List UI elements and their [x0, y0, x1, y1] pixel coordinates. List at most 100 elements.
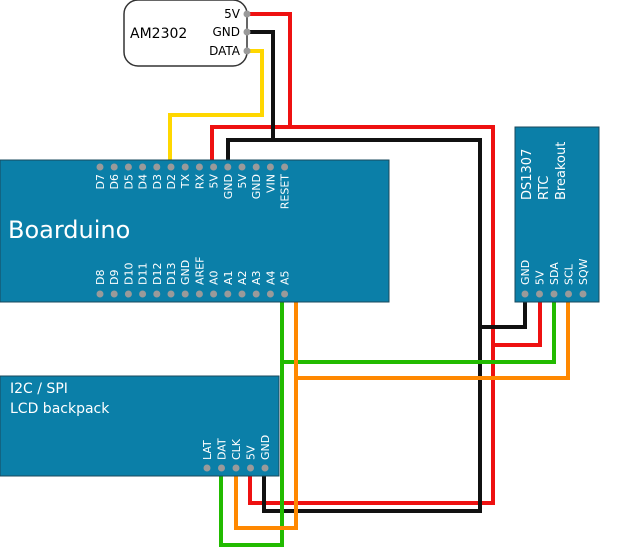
boarduino-bottom-label-d11: D11	[137, 263, 150, 285]
boarduino-top-pin-5v	[238, 163, 246, 171]
boarduino-top-label-d6: D6	[108, 174, 121, 189]
rtc-label-sda: SDA	[548, 262, 561, 285]
lcd-pin-5v	[247, 464, 254, 472]
boarduino-bottom-pin-d12	[153, 290, 161, 298]
wires	[168, 12, 570, 547]
boarduino-top-label-rx: RX	[193, 174, 206, 190]
boarduino-top-label-d4: D4	[137, 174, 150, 189]
boarduino-bottom-label-a3: A3	[250, 270, 263, 285]
lcd-label-dat: DAT	[216, 438, 229, 460]
rtc-label-sqw: SQW	[577, 258, 590, 285]
boarduino-top-pin-gnd	[252, 163, 260, 171]
boarduino-bottom-pin-d13	[167, 290, 175, 298]
boarduino-bottom-pin-d9	[110, 290, 118, 298]
boarduino-top-label-d2: D2	[165, 174, 178, 189]
rtc-pin-5v	[536, 290, 543, 298]
sensor-pin-5v: 5V	[224, 7, 241, 21]
rtc-label-gnd: GND	[519, 260, 532, 285]
boarduino-top-pin-d4	[139, 163, 147, 171]
boarduino-top-label-tx: TX	[179, 174, 192, 190]
boarduino-bottom-label-aref: AREF	[193, 257, 206, 285]
boarduino-top-label-reset: RESET	[279, 174, 292, 210]
wire-sda-lcd	[219, 362, 284, 547]
sensor-pin-data: DATA	[209, 44, 241, 58]
boarduino-top-pin-d6	[110, 163, 118, 171]
boarduino-bottom-label-a5: A5	[279, 270, 292, 285]
rtc-pin-gnd	[521, 290, 529, 298]
wire-5v-rtc	[493, 295, 542, 347]
boarduino-bottom-pin-a4	[266, 290, 274, 298]
lcd-body	[0, 375, 280, 477]
sensor-pin-dot-data	[243, 47, 251, 55]
rtc-title-line-1: DS1307	[520, 149, 535, 200]
boarduino-bottom-label-d13: D13	[165, 263, 178, 285]
wire-gnd-bus	[262, 138, 482, 513]
wire-5v-bus	[248, 125, 495, 505]
lcd-label-clk: CLK	[230, 438, 243, 460]
lcd-label-gnd: GND	[259, 435, 272, 460]
lcd-pin-lat	[203, 464, 211, 472]
boarduino-bottom-pin-a1	[224, 290, 232, 298]
rtc-pin-scl	[565, 290, 572, 298]
boarduino-bottom-label-a4: A4	[264, 270, 277, 285]
lcd-pin-gnd	[261, 464, 269, 472]
boarduino-bottom-pin-a5	[281, 290, 289, 298]
lcd-pin-dat	[218, 464, 225, 472]
boarduino-bottom-label-a2: A2	[236, 270, 249, 285]
boarduino-bottom-pin-a2	[238, 290, 246, 298]
boarduino-top-label-vin: VIN	[264, 174, 277, 193]
rtc-label-scl: SCL	[563, 263, 576, 285]
boarduino-top-label-gnd: GND	[250, 174, 263, 199]
boarduino-bottom-label-gnd: GND	[179, 260, 192, 285]
boarduino-top-label-d3: D3	[151, 174, 164, 189]
boarduino-bottom-pin-aref	[195, 290, 203, 298]
rtc-title-line-3: Breakout	[554, 142, 569, 200]
boarduino-top-pin-reset	[281, 163, 289, 171]
boarduino-top-label-gnd: GND	[222, 174, 235, 199]
boarduino-top-pin-rx	[195, 163, 203, 171]
rtc-body	[514, 126, 600, 303]
wire-sda	[280, 295, 556, 364]
lcd-title-line-2: LCD backpack	[10, 401, 110, 417]
boarduino-top-pin-d5	[124, 163, 132, 171]
lcd-title-line-1: I2C / SPI	[10, 381, 68, 397]
boarduino-bottom-label-d12: D12	[151, 263, 164, 285]
boarduino-bottom-label-a1: A1	[222, 270, 235, 285]
boarduino-bottom-label-d8: D8	[94, 270, 107, 285]
boarduino-top-label-5v: 5V	[208, 174, 221, 189]
boarduino-top-pin-5v	[210, 163, 218, 171]
am2302-sensor: AM2302 5V GND DATA	[123, 0, 251, 67]
boarduino-top-pin-d7	[96, 163, 104, 171]
rtc-pin-sda	[550, 290, 558, 298]
boarduino-top-label-5v: 5V	[236, 174, 249, 189]
boarduino-bottom-pin-a3	[252, 290, 260, 298]
sensor-name: AM2302	[130, 26, 187, 42]
boarduino-top-pin-d2	[167, 163, 175, 171]
lcd-pin-clk	[232, 464, 240, 472]
boarduino-top-pin-vin	[266, 163, 274, 171]
rtc-pin-sqw	[579, 290, 587, 298]
lcd-label-5v: 5V	[245, 445, 258, 460]
boarduino-bottom-label-a0: A0	[208, 270, 221, 285]
boarduino-top-pin-d3	[153, 163, 161, 171]
boarduino-bottom-pin-d8	[96, 290, 104, 298]
boarduino-bottom-pin-d11	[139, 290, 147, 298]
boarduino-name: Boarduino	[8, 216, 130, 244]
boarduino-top-label-d7: D7	[94, 174, 107, 189]
boarduino-bottom-label-d10: D10	[122, 263, 135, 285]
boarduino-top-pin-tx	[181, 163, 189, 171]
rtc-title-line-2: RTC	[537, 176, 552, 200]
wire-sensor-data	[168, 49, 264, 172]
sensor-pin-dot-gnd	[243, 28, 251, 36]
wire-scl-lcd	[234, 378, 298, 530]
rtc-label-5v: 5V	[534, 270, 547, 285]
lcd-label-lat: LAT	[201, 440, 214, 460]
sensor-pin-dot-5v	[243, 10, 251, 18]
